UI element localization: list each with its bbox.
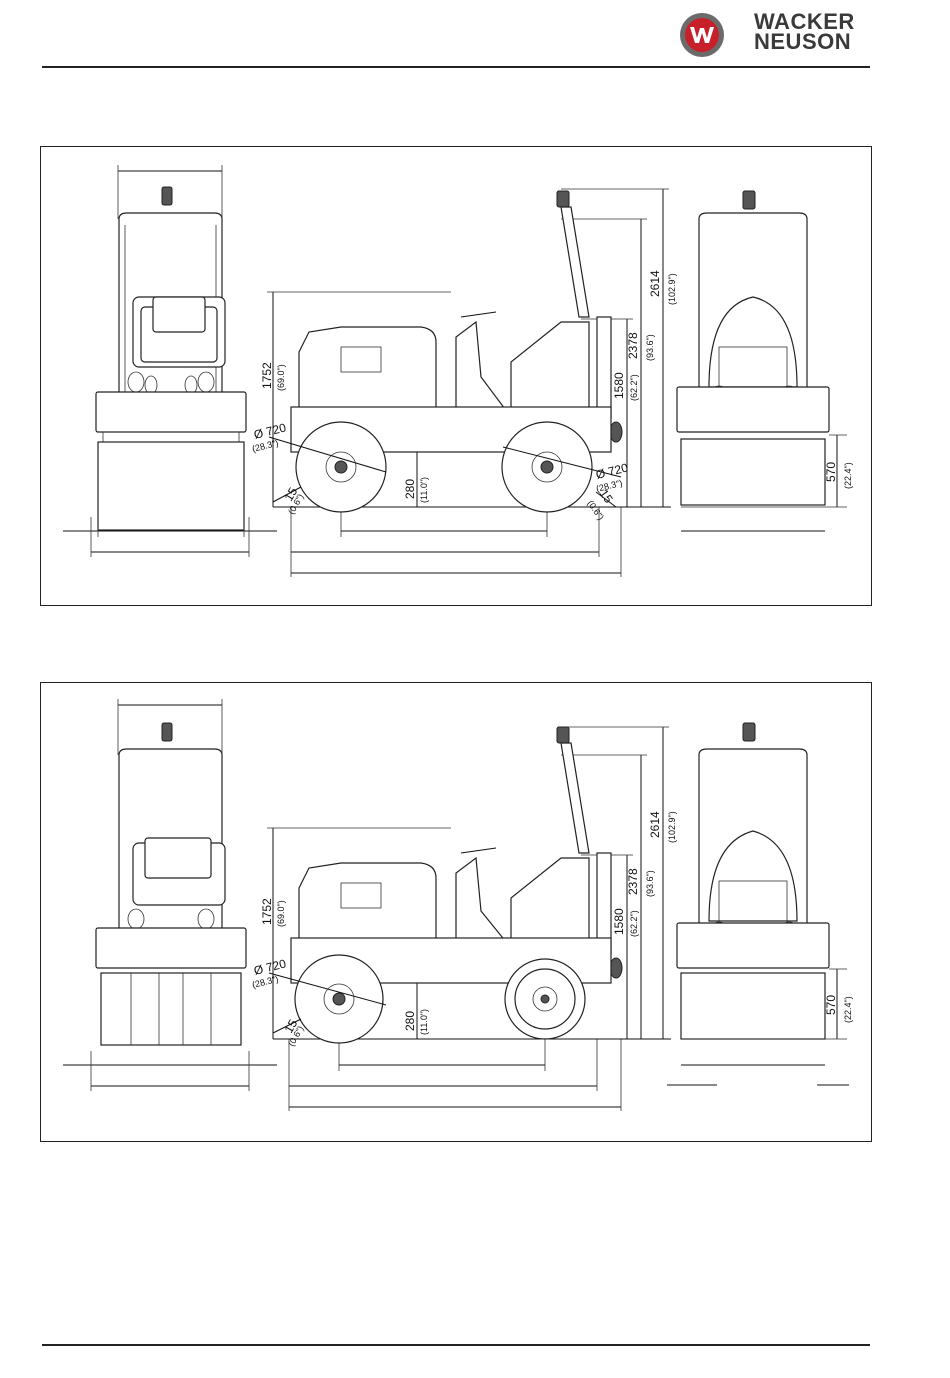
front-view-2	[63, 699, 277, 1091]
drawing-1: 1752 (69.0") 2614 (102.9") 2378 (93.6") …	[41, 147, 873, 607]
dim-height-total-2: 2614	[648, 811, 662, 838]
rear-view-2: 570 (22.4")	[667, 723, 853, 1085]
dim-height-total-in-2: (102.9")	[667, 811, 677, 843]
dim-clearance-in: (11.0")	[419, 477, 429, 503]
dim-height-seat-in: (62.2")	[629, 374, 639, 401]
front-view-1	[63, 165, 277, 557]
dim-rear-height-in: (22.4")	[843, 462, 853, 489]
dim-height-seat: 1580	[612, 372, 626, 399]
side-view-2: 1752 (69.0") 2614 (102.9") 2378 (93.6") …	[251, 727, 677, 1111]
dim-rear-height-2: 570	[824, 995, 838, 1015]
dim-height-total-in: (102.9")	[667, 273, 677, 305]
brand-line2: NEUSON	[754, 32, 855, 52]
dim-drum-rear: Ø 720	[594, 460, 629, 482]
dim-rear-height-in-2: (22.4")	[843, 996, 853, 1023]
brand-wordmark: WACKER NEUSON	[754, 12, 855, 52]
dim-height-rops: 2378	[626, 332, 640, 359]
header-rule	[42, 66, 870, 68]
dim-height-cab: 1752	[260, 362, 274, 389]
dim-height-total: 2614	[648, 270, 662, 297]
dim-height-rops-in: (93.6")	[645, 334, 655, 361]
dim-clearance-in-2: (11.0")	[419, 1009, 429, 1035]
footer-rule	[42, 1344, 870, 1346]
side-view-1: 1752 (69.0") 2614 (102.9") 2378 (93.6") …	[251, 189, 677, 577]
dim-height-seat-2: 1580	[612, 908, 626, 935]
dim-height-seat-in-2: (62.2")	[629, 910, 639, 937]
dim-clearance-2: 280	[403, 1011, 417, 1031]
dim-height-cab-in: (69.0")	[276, 364, 286, 391]
brand-logo: WACKER NEUSON	[676, 10, 876, 60]
brand-logo-icon	[676, 10, 732, 60]
drawing-2: 1752 (69.0") 2614 (102.9") 2378 (93.6") …	[41, 683, 873, 1143]
dim-height-rops-2: 2378	[626, 868, 640, 895]
dim-clearance: 280	[403, 479, 417, 499]
rear-view-1: 570 (22.4")	[677, 191, 853, 531]
dim-height-cab-in-2: (69.0")	[276, 900, 286, 927]
dim-height-rops-in-2: (93.6")	[645, 870, 655, 897]
drawing-panel-2: 1752 (69.0") 2614 (102.9") 2378 (93.6") …	[40, 682, 872, 1142]
dim-height-cab-2: 1752	[260, 898, 274, 925]
drawing-panel-1: 1752 (69.0") 2614 (102.9") 2378 (93.6") …	[40, 146, 872, 606]
dim-rear-height: 570	[824, 462, 838, 482]
